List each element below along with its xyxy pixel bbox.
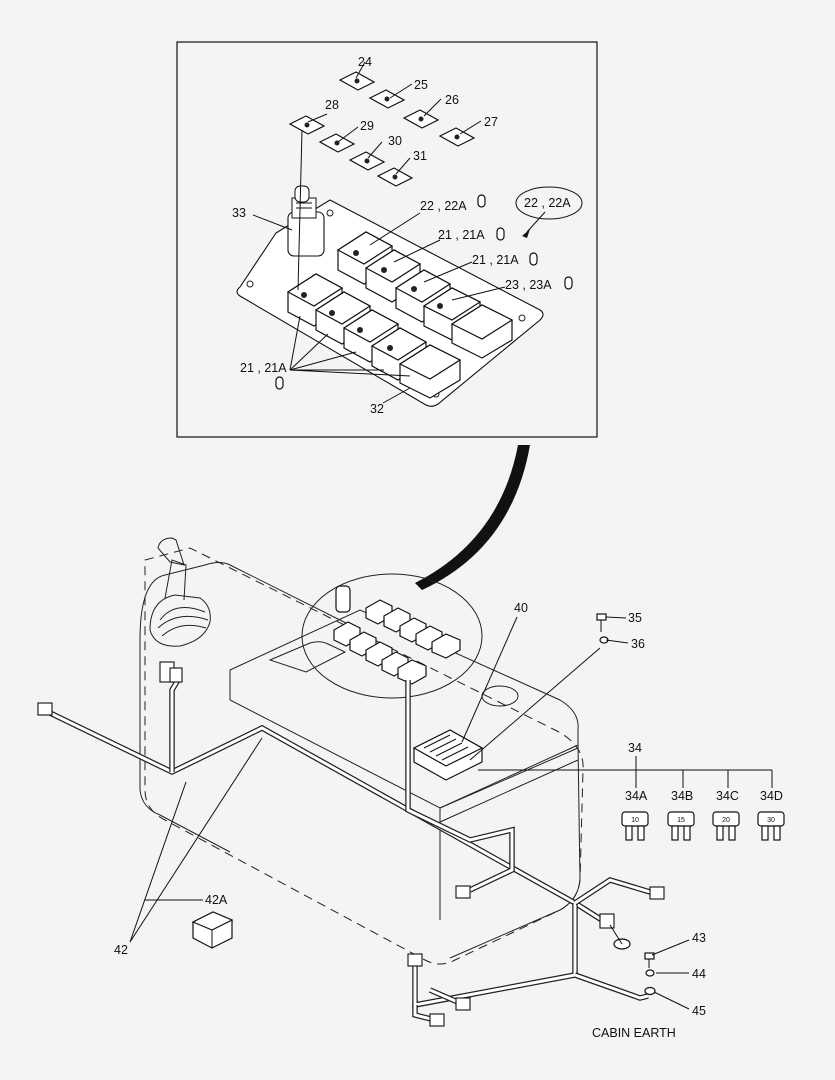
decal-27 <box>438 127 476 147</box>
callout-22-22a-oval: 22 , 22A <box>524 196 571 210</box>
fuse-rating-34b: 15 <box>677 817 685 824</box>
detail-inset: 24 25 26 27 28 29 30 31 33 22 , 22A 22 ,… <box>176 41 598 438</box>
reference-oval <box>515 186 583 220</box>
callout-34c: 34C <box>716 789 739 803</box>
cabin-earth-terminal <box>609 924 631 950</box>
callout-42: 42 <box>114 943 128 957</box>
callout-23-23a: 23 , 23A <box>505 278 552 292</box>
callout-36: 36 <box>631 637 645 651</box>
callout-33: 33 <box>232 206 246 220</box>
callout-43: 43 <box>692 931 706 945</box>
relay-connector <box>191 911 234 949</box>
callout-35: 35 <box>628 611 642 625</box>
callout-42a: 42A <box>205 893 228 907</box>
callout-45: 45 <box>692 1004 706 1018</box>
fuse-box <box>412 729 484 781</box>
callout-32: 32 <box>370 402 384 416</box>
bulb-icon <box>275 376 284 390</box>
plate-screw-hole <box>518 314 526 322</box>
bulb-icon <box>477 194 486 208</box>
decal-24 <box>338 71 376 91</box>
callout-34b: 34B <box>671 789 693 803</box>
console-switches <box>333 585 461 685</box>
fuse-rating-34a: 10 <box>631 817 639 824</box>
blank-switch <box>398 344 462 399</box>
cabin-earth-label: CABIN EARTH <box>592 1026 676 1040</box>
fuse-34c: 20 <box>712 811 740 841</box>
connector <box>599 913 615 929</box>
connector <box>429 1013 445 1027</box>
callout-21-21a-bottom: 21 , 21A <box>240 361 287 375</box>
callout-34d: 34D <box>760 789 783 803</box>
callout-31: 31 <box>413 149 427 163</box>
callout-44: 44 <box>692 967 706 981</box>
plate-screw-hole <box>326 209 334 217</box>
bolt-35 <box>596 613 607 632</box>
decal-29 <box>318 133 356 153</box>
blank-switch <box>450 304 514 359</box>
fuse-rating-34c: 20 <box>722 817 730 824</box>
connector <box>455 997 471 1011</box>
connector <box>455 885 471 899</box>
zoom-arrow <box>415 445 530 590</box>
joystick <box>149 537 211 647</box>
plate-screw-hole <box>246 280 254 288</box>
callout-22-22a: 22 , 22A <box>420 199 467 213</box>
washer-44 <box>645 969 655 977</box>
bulb-icon <box>529 252 538 266</box>
bolt-43 <box>644 952 655 968</box>
decal-25 <box>368 89 406 109</box>
callout-30: 30 <box>388 134 402 148</box>
callout-21-21a: 21 , 21A <box>472 253 519 267</box>
callout-24: 24 <box>358 55 372 69</box>
callout-26: 26 <box>445 93 459 107</box>
bulb-icon <box>564 276 573 290</box>
connector <box>649 886 665 900</box>
fuse-34d: 30 <box>757 811 785 841</box>
bulb-icon <box>496 227 505 241</box>
callout-29: 29 <box>360 119 374 133</box>
connector <box>159 661 183 683</box>
callout-28: 28 <box>325 98 339 112</box>
callout-40: 40 <box>514 601 528 615</box>
decal-30 <box>348 151 386 171</box>
wiring-harness <box>46 678 661 1023</box>
callout-25: 25 <box>414 78 428 92</box>
fuse-34a: 10 <box>621 811 649 841</box>
decal-26 <box>402 109 440 129</box>
washer-45 <box>644 986 656 996</box>
callout-34: 34 <box>628 741 642 755</box>
callout-27: 27 <box>484 115 498 129</box>
connector <box>407 953 423 967</box>
rotary-switch-knob <box>287 185 325 257</box>
callout-34a: 34A <box>625 789 648 803</box>
connector <box>37 702 53 716</box>
switch-panel-highlight <box>301 573 483 699</box>
fuse-34b: 15 <box>667 811 695 841</box>
fuse-rating-34d: 30 <box>767 817 775 824</box>
callout-21-21a: 21 , 21A <box>438 228 485 242</box>
decal-31 <box>376 167 414 187</box>
